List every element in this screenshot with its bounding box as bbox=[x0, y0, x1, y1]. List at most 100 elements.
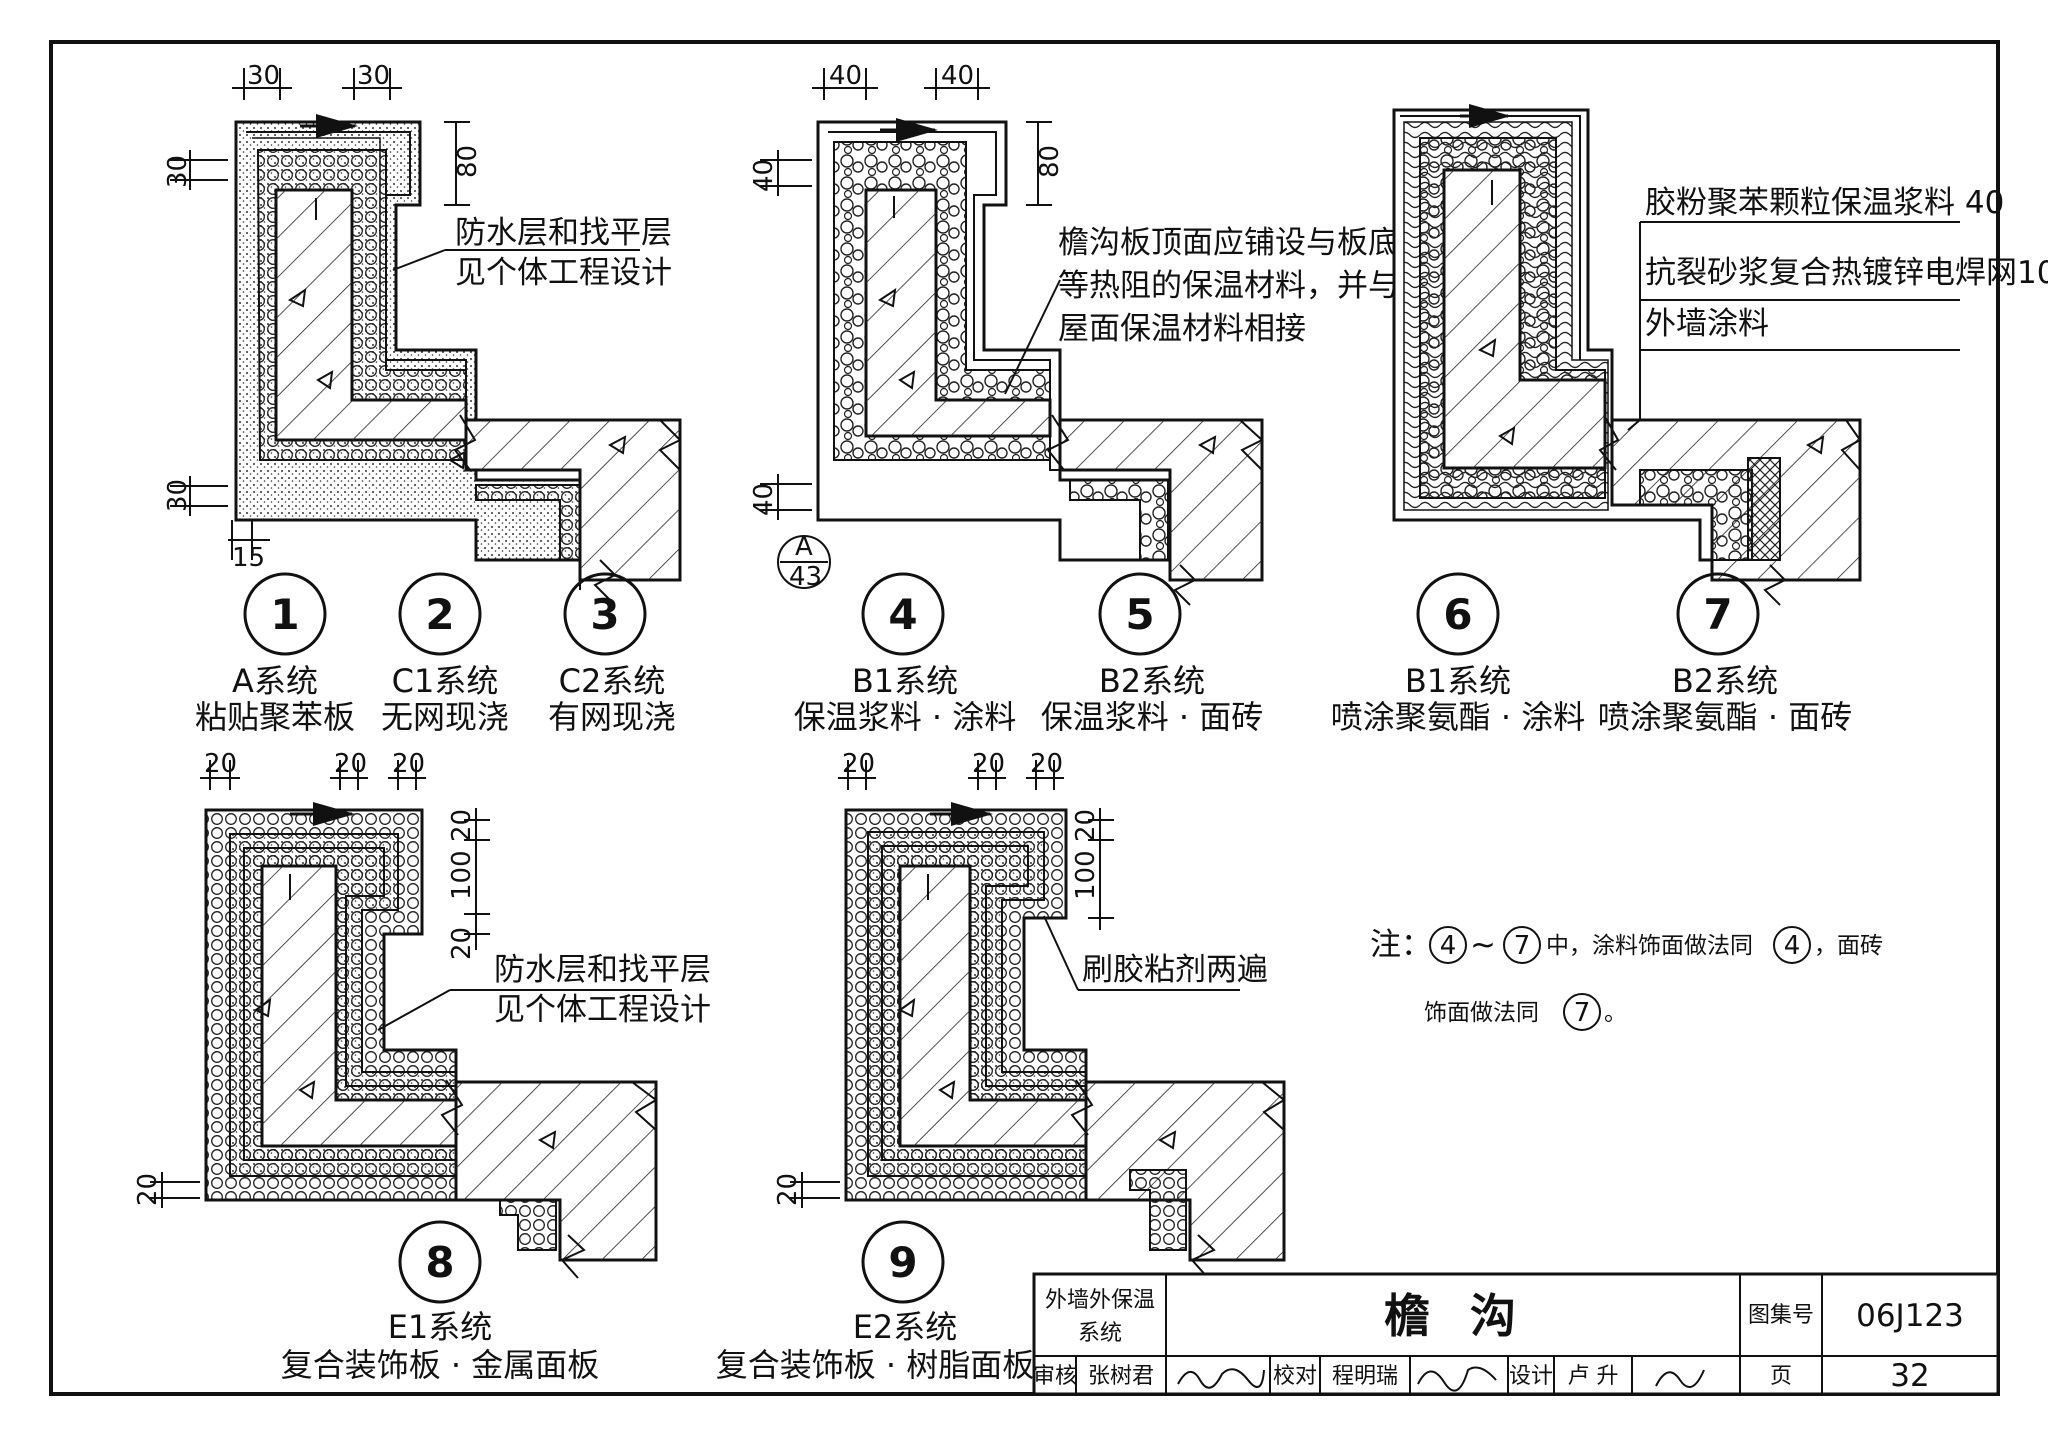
dim-40-left: 40 bbox=[829, 61, 862, 91]
footnote-ref-a: 4 bbox=[1440, 931, 1457, 961]
tb-category-2: 系统 bbox=[1078, 1321, 1122, 1346]
dim-20-b: 20 bbox=[334, 749, 367, 779]
detail-group-9: 20 20 20 20 100 20 刷胶粘剂两遍 bbox=[773, 749, 1286, 1279]
tb-checker: 程明瑞 bbox=[1332, 1364, 1398, 1389]
label-text: 6 bbox=[1443, 590, 1472, 639]
label-text: 5 bbox=[1125, 590, 1154, 639]
tb-atlas-label: 图集号 bbox=[1748, 1303, 1814, 1328]
dim-20-side9: 20 bbox=[773, 1173, 803, 1206]
detail-2-desc: 无网现浇 bbox=[381, 698, 509, 736]
index-bottom: 43 bbox=[789, 562, 822, 592]
tb-design-label: 设计 bbox=[1509, 1364, 1553, 1389]
tb-review-label: 审核 bbox=[1033, 1364, 1077, 1389]
detail-2: 2 C1系统 无网现浇 bbox=[381, 572, 509, 736]
label-text: 4 bbox=[888, 590, 917, 639]
detail-9-desc: 复合装饰板 · 树脂面板 bbox=[716, 1346, 1035, 1384]
detail-4-system: B1系统 bbox=[852, 662, 958, 700]
note-layer-3: 外墙涂料 bbox=[1645, 306, 1769, 342]
detail-7-desc: 喷涂聚氨酯 · 面砖 bbox=[1598, 698, 1853, 736]
dim-40-bottom: 40 bbox=[749, 483, 779, 516]
label-text: 8 bbox=[425, 1238, 454, 1287]
footnote-mid: 中，涂料饰面做法同 bbox=[1546, 933, 1753, 959]
dim-100: 100 bbox=[447, 850, 477, 900]
dim-20-d: 20 bbox=[842, 749, 875, 779]
note-insulation-line3: 屋面保温材料相接 bbox=[1058, 311, 1306, 347]
label-text: 3 bbox=[590, 590, 619, 639]
note-insulation-line2: 等热阻的保温材料，并与 bbox=[1058, 268, 1399, 304]
detail-8-desc: 复合装饰板 · 金属面板 bbox=[281, 1346, 600, 1384]
tb-title: 檐沟 bbox=[1384, 1289, 1556, 1343]
label-text: 7 bbox=[1703, 590, 1732, 639]
title-block: 外墙外保温 系统 檐沟 图集号 06J123 审核 张树君 校对 程明瑞 设计 … bbox=[1032, 1272, 2000, 1396]
footnote-line2: 饰面做法同 bbox=[1424, 1000, 1539, 1026]
detail-9: 9 E2系统 复合装饰板 · 树脂面板 bbox=[716, 1220, 1035, 1384]
dim-40-right: 40 bbox=[941, 61, 974, 91]
footnote-mid2: ，面砖 bbox=[1814, 933, 1883, 959]
tb-designer: 卢 升 bbox=[1568, 1364, 1619, 1389]
tb-page-label: 页 bbox=[1770, 1364, 1792, 1389]
label-text: 1 bbox=[270, 590, 299, 639]
dim-30-right: 30 bbox=[357, 61, 390, 91]
detail-1-system: A系统 bbox=[232, 662, 318, 700]
note-layer-1: 胶粉聚苯颗粒保温浆料 40 bbox=[1645, 185, 2004, 221]
detail-4: 4 B1系统 保温浆料 · 涂料 bbox=[794, 572, 1017, 736]
tb-category-1: 外墙外保温 bbox=[1045, 1288, 1155, 1313]
footnote-end: 。 bbox=[1604, 1000, 1627, 1026]
detail-3: 3 C2系统 有网现浇 bbox=[548, 572, 676, 736]
dim-15: 15 bbox=[232, 543, 265, 573]
note-waterproof8-line2: 见个体工程设计 bbox=[494, 992, 711, 1028]
detail-3-desc: 有网现浇 bbox=[548, 698, 676, 736]
detail-5: 5 B2系统 保温浆料 · 面砖 bbox=[1041, 572, 1264, 736]
detail-group-8: 20 20 20 20 100 20 20 防水层和找平层 见个体工程设计 bbox=[133, 749, 711, 1279]
tb-reviewer: 张树君 bbox=[1088, 1364, 1154, 1389]
footnote-ref-b: 7 bbox=[1514, 931, 1531, 961]
footnote: 注： 4 ~ 7 中，涂料饰面做法同 4 ，面砖 饰面做法同 7 。 bbox=[1370, 926, 1883, 1031]
tb-atlas-no: 06J123 bbox=[1856, 1298, 1964, 1334]
detail-2-system: C1系统 bbox=[392, 662, 499, 700]
note-insulation-line1: 檐沟板顶面应铺设与板底 bbox=[1058, 225, 1399, 261]
detail-6: 6 B1系统 喷涂聚氨酯 · 涂料 bbox=[1331, 572, 1585, 736]
dim-20-side: 20 bbox=[133, 1173, 163, 1206]
note-waterproof-line2: 见个体工程设计 bbox=[455, 255, 672, 291]
dim-20-top: 20 bbox=[447, 809, 477, 842]
tb-reviewer-signature bbox=[1177, 1368, 1265, 1389]
detail-6-system: B1系统 bbox=[1405, 662, 1511, 700]
tb-checker-signature bbox=[1417, 1366, 1497, 1392]
dim-20-a: 20 bbox=[204, 749, 237, 779]
detail-group-6-7: 胶粉聚苯颗粒保温浆料 40 抗裂砂浆复合热镀锌电焊网10 外墙涂料 bbox=[1392, 104, 2048, 606]
footnote-prefix: 注： bbox=[1370, 927, 1432, 963]
tb-check-label: 校对 bbox=[1273, 1364, 1317, 1389]
detail-group-4-5: 40 40 40 40 80 A 43 檐沟板顶面应铺设与板底 等热阻的保温材料… bbox=[749, 61, 1399, 606]
detail-9-system: E2系统 bbox=[853, 1308, 958, 1346]
dim-20-c: 20 bbox=[392, 749, 425, 779]
note-waterproof8-line1: 防水层和找平层 bbox=[494, 952, 711, 988]
dim-100-9: 100 bbox=[1071, 850, 1101, 900]
note-waterproof-line1: 防水层和找平层 bbox=[455, 215, 672, 251]
detail-captions: 1 A系统 粘贴聚苯板 2 C1系统 无网现浇 3 C2系统 有网现浇 4 B1… bbox=[195, 572, 1853, 1384]
note-layer-2: 抗裂砂浆复合热镀锌电焊网10 bbox=[1645, 255, 2048, 291]
footnote-ref-c: 4 bbox=[1784, 931, 1801, 961]
note-glue: 刷胶粘剂两遍 bbox=[1082, 952, 1268, 988]
dim-30-left: 30 bbox=[247, 61, 280, 91]
detail-5-desc: 保温浆料 · 面砖 bbox=[1041, 698, 1264, 736]
dim-80-b: 80 bbox=[1035, 145, 1065, 178]
dim-30-bottom: 30 bbox=[163, 479, 193, 512]
detail-group-1-3: 30 30 30 30 80 15 防水层和找平层 见个体工程设计 bbox=[163, 61, 682, 601]
label-text: 9 bbox=[888, 1238, 917, 1287]
dim-20-e: 20 bbox=[972, 749, 1005, 779]
detail-7: 7 B2系统 喷涂聚氨酯 · 面砖 bbox=[1598, 572, 1853, 736]
sheet-border bbox=[49, 40, 2000, 1396]
dim-40-side: 40 bbox=[749, 159, 779, 192]
tb-page-no: 32 bbox=[1890, 1358, 1929, 1394]
detail-8-system: E1系统 bbox=[388, 1308, 493, 1346]
detail-5-system: B2系统 bbox=[1099, 662, 1205, 700]
footnote-tilde: ~ bbox=[1470, 927, 1496, 963]
tb-designer-signature bbox=[1655, 1369, 1705, 1389]
detail-1: 1 A系统 粘贴聚苯板 bbox=[195, 572, 355, 736]
dim-20-top9: 20 bbox=[1071, 809, 1101, 842]
detail-8: 8 E1系统 复合装饰板 · 金属面板 bbox=[281, 1220, 600, 1384]
footnote-ref-d: 7 bbox=[1574, 998, 1591, 1028]
index-top: A bbox=[795, 532, 813, 562]
detail-4-desc: 保温浆料 · 涂料 bbox=[794, 698, 1017, 736]
